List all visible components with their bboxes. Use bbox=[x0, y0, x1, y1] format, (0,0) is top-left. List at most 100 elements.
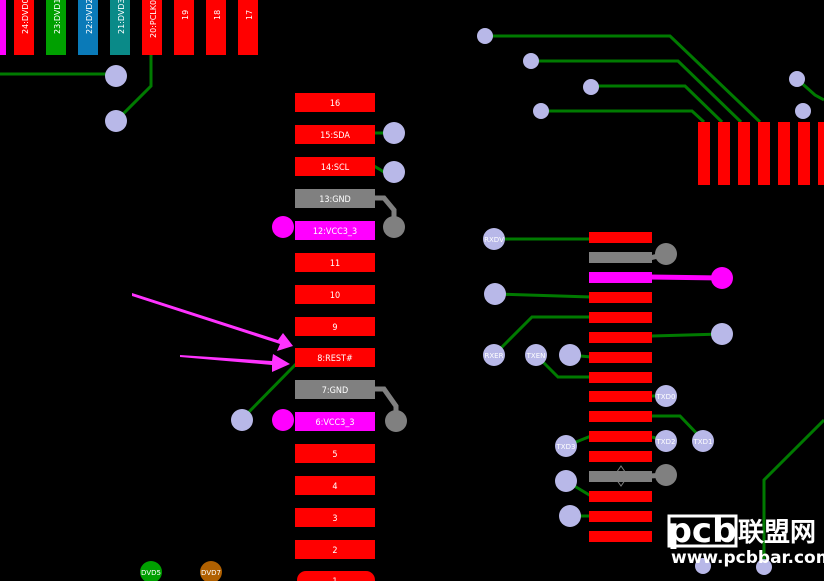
watermark-url: www.pcbbar.com bbox=[671, 548, 824, 568]
pad[interactable] bbox=[589, 312, 652, 323]
pad-power[interactable] bbox=[589, 272, 652, 283]
top-pad-20[interactable] bbox=[142, 0, 162, 55]
pad[interactable] bbox=[589, 352, 652, 363]
arrow-icon bbox=[132, 293, 293, 351]
top-pad-21[interactable] bbox=[110, 0, 130, 55]
top-pad-18[interactable] bbox=[206, 0, 226, 55]
pin-pad-14[interactable] bbox=[295, 157, 375, 176]
via[interactable] bbox=[559, 344, 581, 366]
pin-pad-2[interactable] bbox=[295, 540, 375, 559]
via-rxdv[interactable] bbox=[483, 228, 505, 250]
via-txd3[interactable] bbox=[555, 435, 577, 457]
pad[interactable] bbox=[758, 122, 770, 185]
pin-label: 15:SDA bbox=[320, 131, 350, 141]
power-via[interactable] bbox=[711, 267, 733, 289]
pad[interactable] bbox=[589, 372, 652, 383]
via-dvd5[interactable] bbox=[140, 561, 162, 581]
via[interactable] bbox=[711, 323, 733, 345]
top-pad-22[interactable] bbox=[78, 0, 98, 55]
via[interactable] bbox=[795, 103, 811, 119]
via[interactable] bbox=[695, 558, 711, 574]
pin-pad-3[interactable] bbox=[295, 508, 375, 527]
top-pad-24[interactable] bbox=[14, 0, 34, 55]
via-txd0[interactable] bbox=[655, 385, 677, 407]
pad[interactable] bbox=[718, 122, 730, 185]
gnd-via[interactable] bbox=[385, 410, 407, 432]
trace bbox=[485, 34, 762, 124]
via-txd2[interactable] bbox=[655, 430, 677, 452]
top-pin-label: 24:DVD0 bbox=[21, 0, 30, 34]
power-pad-dot[interactable] bbox=[272, 409, 294, 431]
pad[interactable] bbox=[589, 531, 652, 542]
trace bbox=[240, 362, 298, 421]
pin-pad-13[interactable] bbox=[295, 189, 375, 208]
via-label: RXER bbox=[485, 352, 504, 360]
top-connector: 24:DVD0 23:DVD1 22:DVD2 21:DVD3 20:PCLK0… bbox=[0, 0, 258, 55]
via[interactable] bbox=[105, 110, 127, 132]
right-connector bbox=[589, 232, 723, 542]
via[interactable] bbox=[559, 505, 581, 527]
pin-label: 3 bbox=[332, 514, 337, 524]
pad[interactable] bbox=[589, 451, 652, 462]
pad-gnd[interactable] bbox=[589, 471, 652, 482]
pad-gnd[interactable] bbox=[589, 252, 652, 263]
pin-pad-12[interactable] bbox=[295, 221, 375, 240]
via[interactable] bbox=[477, 28, 493, 44]
pad[interactable] bbox=[778, 122, 790, 185]
via-label: TXEN bbox=[526, 352, 546, 360]
via-dvd7[interactable] bbox=[200, 561, 222, 581]
pin-pad-10[interactable] bbox=[295, 285, 375, 304]
pad[interactable] bbox=[698, 122, 710, 185]
power-pad-dot[interactable] bbox=[272, 216, 294, 238]
via[interactable] bbox=[383, 122, 405, 144]
power-trace bbox=[649, 274, 723, 281]
pin-pad-6[interactable] bbox=[295, 412, 375, 431]
pin-pad-15[interactable] bbox=[295, 125, 375, 144]
via-txen[interactable] bbox=[525, 344, 547, 366]
top-pad-stub[interactable] bbox=[0, 0, 6, 55]
via[interactable] bbox=[555, 470, 577, 492]
top-pad-19[interactable] bbox=[174, 0, 194, 55]
gnd-via[interactable] bbox=[383, 216, 405, 238]
pin-pad-5[interactable] bbox=[295, 444, 375, 463]
via-rxer[interactable] bbox=[483, 344, 505, 366]
pad[interactable] bbox=[589, 332, 652, 343]
via[interactable] bbox=[484, 283, 506, 305]
pin-pad-9[interactable] bbox=[295, 317, 375, 336]
pad[interactable] bbox=[589, 391, 652, 402]
via[interactable] bbox=[231, 409, 253, 431]
top-pad-23[interactable] bbox=[46, 0, 66, 55]
traces bbox=[0, 34, 824, 567]
pin-label: 14:SCL bbox=[321, 163, 350, 173]
pin-pad-4[interactable] bbox=[295, 476, 375, 495]
pad[interactable] bbox=[738, 122, 750, 185]
pad[interactable] bbox=[818, 122, 824, 185]
pad[interactable] bbox=[589, 431, 652, 442]
via[interactable] bbox=[105, 65, 127, 87]
top-pad-17[interactable] bbox=[238, 0, 258, 55]
via[interactable] bbox=[383, 161, 405, 183]
pin-pad-16[interactable] bbox=[295, 93, 375, 112]
pad[interactable] bbox=[589, 232, 652, 243]
via[interactable] bbox=[523, 53, 539, 69]
pin-label: 5 bbox=[332, 450, 337, 460]
via[interactable] bbox=[533, 103, 549, 119]
pad[interactable] bbox=[589, 511, 652, 522]
via-txd1[interactable] bbox=[692, 430, 714, 452]
pin-pad-8[interactable] bbox=[295, 348, 375, 367]
gnd-via[interactable] bbox=[655, 243, 677, 265]
vias bbox=[105, 28, 811, 575]
trace bbox=[652, 414, 705, 442]
pin-pad-7[interactable] bbox=[295, 380, 375, 399]
pin-pad-11[interactable] bbox=[295, 253, 375, 272]
pin-pad-1[interactable] bbox=[297, 571, 375, 581]
pad[interactable] bbox=[589, 292, 652, 303]
gnd-via[interactable] bbox=[655, 464, 677, 486]
pad[interactable] bbox=[798, 122, 810, 185]
pad[interactable] bbox=[589, 491, 652, 502]
pad[interactable] bbox=[589, 411, 652, 422]
via[interactable] bbox=[583, 79, 599, 95]
via[interactable] bbox=[756, 559, 772, 575]
via[interactable] bbox=[789, 71, 805, 87]
